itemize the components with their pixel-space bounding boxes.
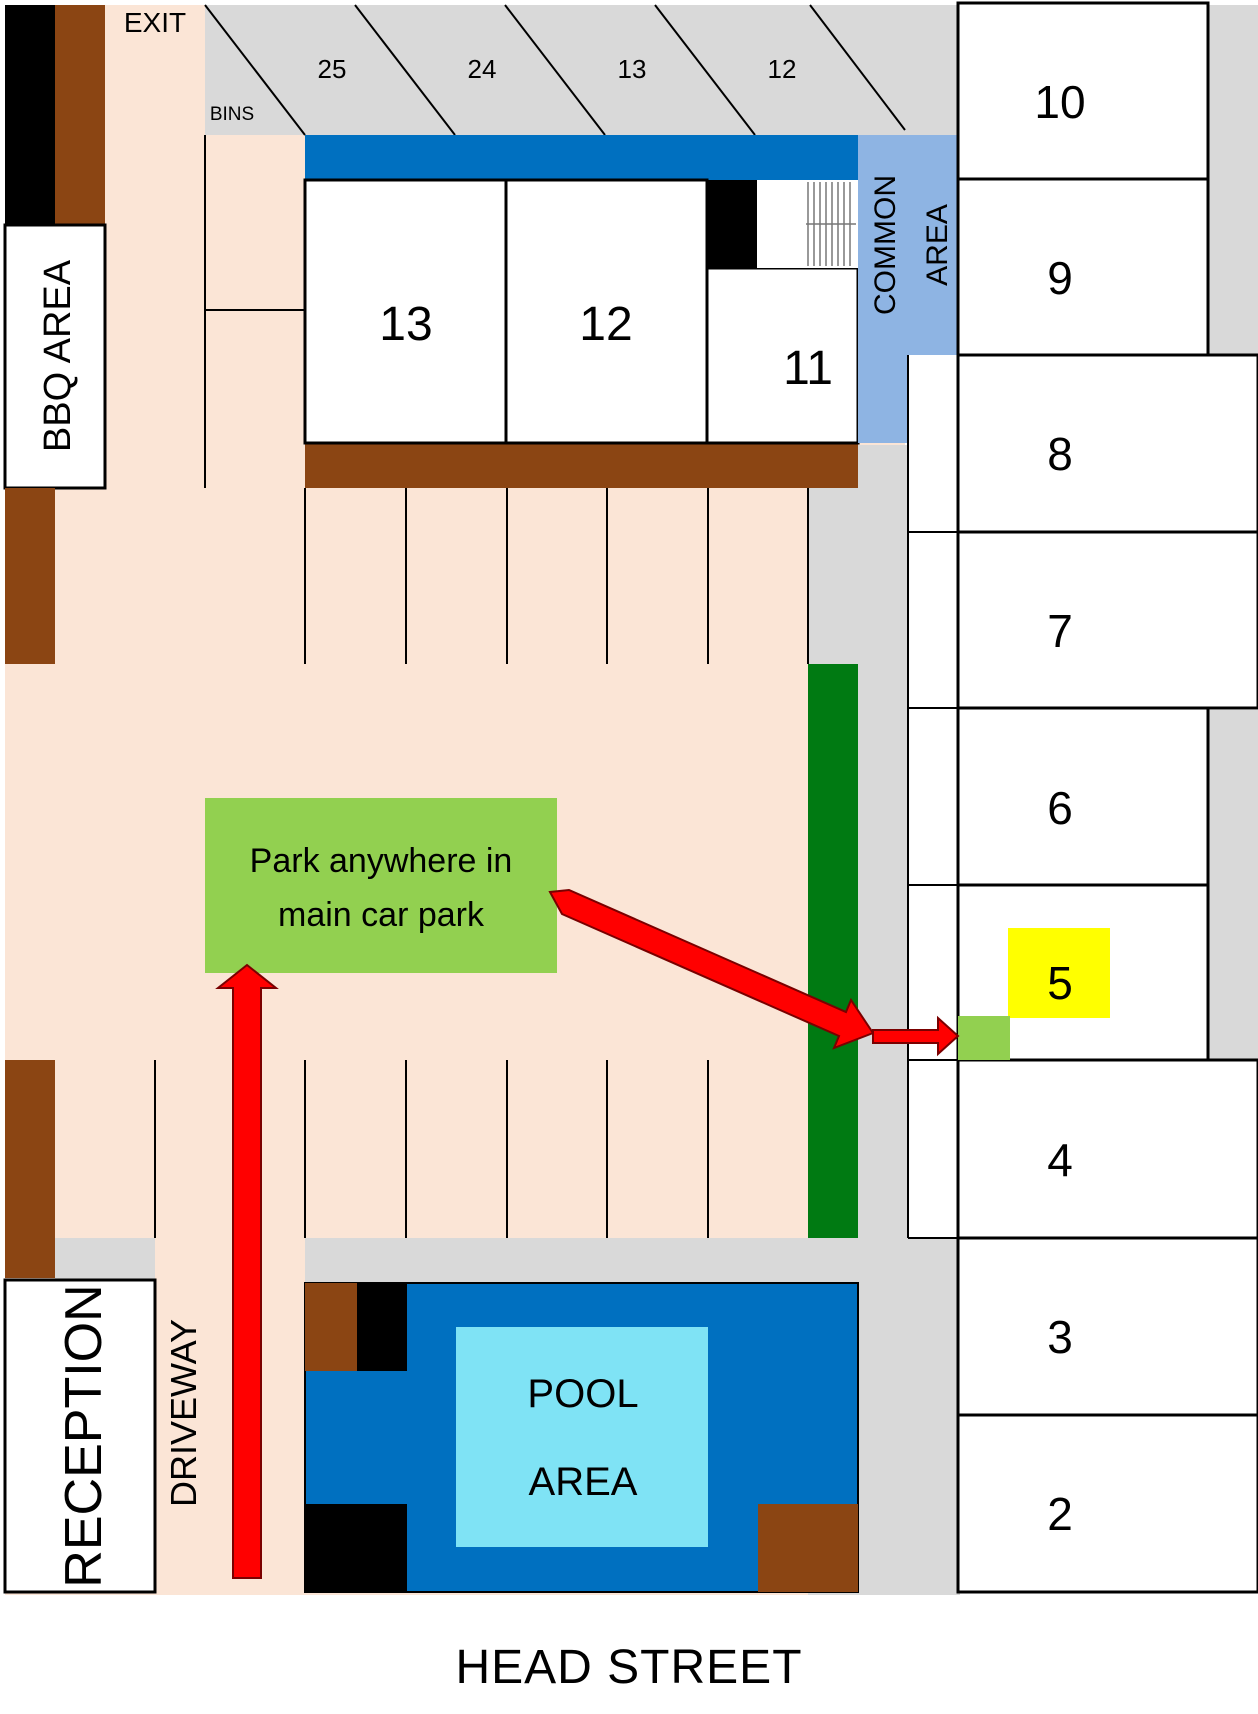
- pool-label-1: POOL: [527, 1372, 638, 1416]
- bay-label-12: 12: [768, 54, 797, 84]
- unit-5-label: 5: [1047, 957, 1073, 1009]
- exit-label: EXIT: [124, 7, 186, 38]
- unit-8: [956, 353, 1258, 534]
- unit-3: [956, 1236, 1258, 1417]
- bay-label-13: 13: [618, 54, 647, 84]
- reception-label: RECEPTION: [55, 1284, 113, 1587]
- unit-10-label: 10: [1034, 76, 1085, 128]
- unit-5-entrance: [958, 1016, 1010, 1060]
- pool-corner-black-bl: [305, 1504, 407, 1592]
- top-parking-strip: [205, 5, 960, 135]
- driveway-label: DRIVEWAY: [163, 1319, 204, 1507]
- common-area-lower-gap: [858, 355, 910, 443]
- white-strip-lines: [907, 355, 960, 1239]
- right-edge-strip: [1208, 5, 1258, 355]
- right-white-strip: [908, 355, 958, 1238]
- pool-corner-black-tl: [357, 1283, 407, 1371]
- unit-12-label: 12: [579, 298, 632, 351]
- bay-label-25: 25: [318, 54, 347, 84]
- blue-wall-top: [305, 135, 858, 180]
- black-strip-top-left: [5, 5, 55, 225]
- unit-11: [705, 266, 860, 445]
- brown-strip-top-left: [55, 5, 105, 225]
- unit-6-label: 6: [1047, 782, 1073, 834]
- unit-7: [956, 530, 1258, 710]
- green-hedge: [808, 664, 858, 1238]
- unit-3-label: 3: [1047, 1311, 1073, 1363]
- stairs-icon: [806, 182, 856, 266]
- right-edge-strip-lower: [1208, 710, 1258, 1060]
- unit-4: [956, 1058, 1258, 1240]
- unit-8-label: 8: [1047, 428, 1073, 480]
- arrow-up-icon: [215, 963, 279, 1579]
- pool-corner-brown-tl: [305, 1283, 357, 1371]
- unit-6: [956, 706, 1210, 887]
- pool: [456, 1327, 708, 1547]
- unit-2: [956, 1413, 1258, 1594]
- unit-10: [956, 1, 1210, 181]
- reception: [3, 1278, 157, 1594]
- black-block-stairs: [707, 180, 757, 268]
- unit-7-label: 7: [1047, 605, 1073, 657]
- street-label: HEAD STREET: [455, 1641, 803, 1694]
- brown-strip-mid-left: [5, 488, 55, 664]
- unit-2-label: 2: [1047, 1488, 1073, 1540]
- unit-4-label: 4: [1047, 1134, 1073, 1186]
- driveway: [155, 1238, 305, 1595]
- park-anywhere-sign: [205, 798, 557, 973]
- common-area-label-1: COMMON: [869, 175, 902, 315]
- common-area-label-2: AREA: [921, 204, 954, 286]
- top-bay-lines: [204, 4, 906, 136]
- arrow-right-icon: [872, 1015, 960, 1057]
- unit-9: [956, 177, 1210, 357]
- bbq-area-label: BBQ AREA: [37, 259, 79, 452]
- unit-11-label: 11: [783, 342, 833, 395]
- brown-wall-bottom: [305, 443, 858, 488]
- park-sign-line-1: Park anywhere in: [250, 842, 513, 880]
- pool-label-2: AREA: [529, 1460, 638, 1504]
- park-sign-line-2: main car park: [278, 896, 485, 934]
- bay-label-24: 24: [468, 54, 497, 84]
- unit-5-highlight: [1008, 928, 1110, 1018]
- unit-9-label: 9: [1047, 252, 1073, 304]
- bins-label: BINS: [210, 104, 254, 125]
- brown-strip-low-left: [5, 1060, 55, 1278]
- parking-dividers: [154, 135, 809, 1238]
- unit-13: [303, 178, 508, 445]
- bbq-area: [3, 223, 107, 490]
- unit-13-label: 13: [379, 298, 432, 351]
- pool-corner-brown-br: [758, 1504, 858, 1592]
